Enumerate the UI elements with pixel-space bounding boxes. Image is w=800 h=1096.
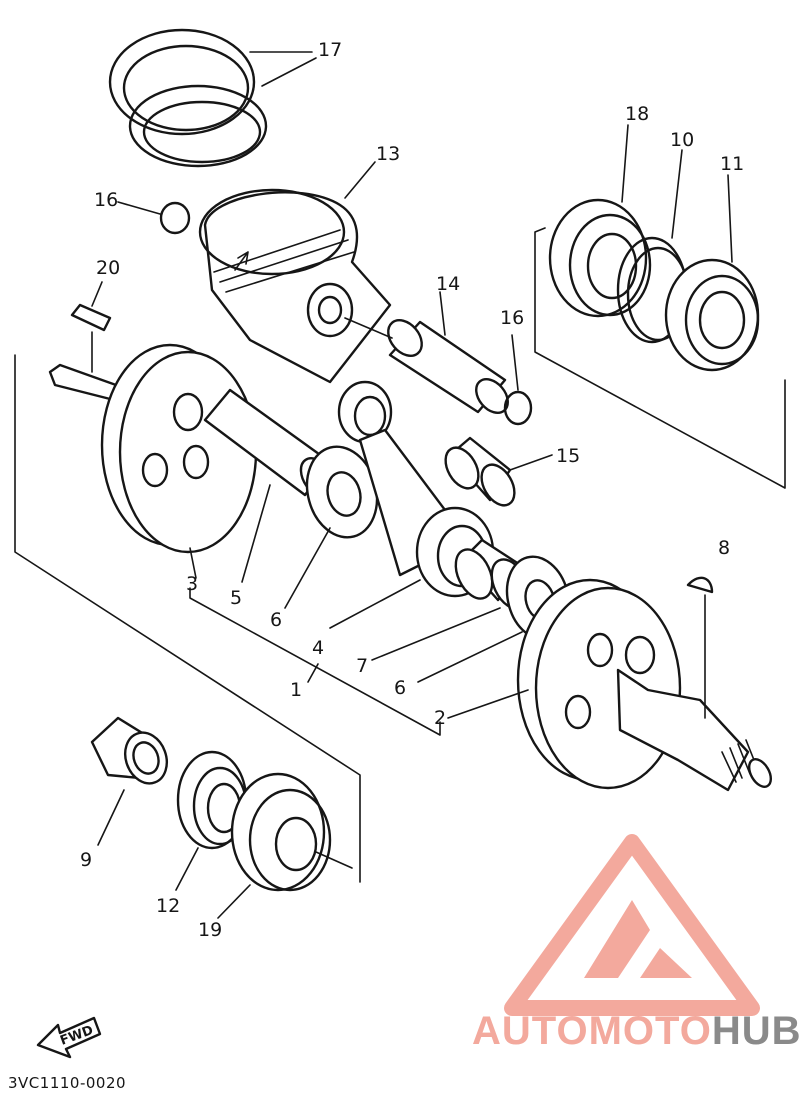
crankshaft-assembly-leader <box>307 663 319 683</box>
piston <box>198 161 392 384</box>
part-label-9: 9 <box>80 849 92 871</box>
fwd-arrow-icon: FWD <box>36 1016 102 1059</box>
part-label-16-left: 16 <box>94 189 118 211</box>
svg-text:AUTOMOTOHUB: AUTOMOTOHUB <box>472 1009 800 1053</box>
bearing-18 <box>548 124 652 318</box>
part-label-7: 7 <box>356 655 368 677</box>
part-label-20: 20 <box>96 257 120 279</box>
circlip-right <box>503 334 533 426</box>
part-label-13: 13 <box>376 143 400 165</box>
piston-rings <box>108 28 317 168</box>
part-label-8: 8 <box>718 537 730 559</box>
connecting-rod <box>329 380 495 629</box>
piston-pin <box>344 291 509 414</box>
watermark-inner-mark <box>584 900 692 978</box>
bearing-group-bracket-right <box>534 227 786 489</box>
collar-9 <box>90 716 168 846</box>
part-label-14: 14 <box>436 273 460 295</box>
part-label-15: 15 <box>556 445 580 467</box>
needle-bearing-15 <box>444 436 553 507</box>
crank-wheel-right <box>447 578 773 792</box>
part-label-19: 19 <box>198 919 222 941</box>
watermark-text-primary: AUTOMOTO <box>472 1009 712 1053</box>
woodruff-key-20 <box>70 281 112 373</box>
part-label-6-upper: 6 <box>270 609 282 631</box>
part-label-18: 18 <box>625 103 649 125</box>
part-label-3: 3 <box>186 573 198 595</box>
part-label-4: 4 <box>312 637 324 659</box>
part-label-12: 12 <box>156 895 180 917</box>
watermark-triangle-icon <box>504 834 760 1016</box>
part-label-16-right: 16 <box>500 307 524 329</box>
part-label-10: 10 <box>670 129 694 151</box>
circlip-left <box>117 201 191 235</box>
part-label-6-lower: 6 <box>394 677 406 699</box>
part-label-5: 5 <box>230 587 242 609</box>
part-label-2: 2 <box>434 707 446 729</box>
part-label-17: 17 <box>318 39 342 61</box>
bearing-19 <box>217 772 353 919</box>
crankshaft-assembly-bracket <box>189 587 441 736</box>
diagram-code: 3VC1110-0020 <box>8 1074 126 1092</box>
part-number-labels: 17 16 13 20 14 16 18 10 11 15 8 3 5 6 4 … <box>80 39 744 941</box>
watermark-text-accent: HUB <box>712 1009 800 1053</box>
watermark-logo: AUTOMOTOHUB <box>472 834 800 1053</box>
crank-wheel-left <box>48 343 337 583</box>
crank-group-bracket-left <box>14 354 361 883</box>
part-label-1: 1 <box>290 679 302 701</box>
woodruff-key-8 <box>686 576 714 719</box>
oil-seal-11 <box>664 174 760 372</box>
part-label-11: 11 <box>720 153 744 175</box>
